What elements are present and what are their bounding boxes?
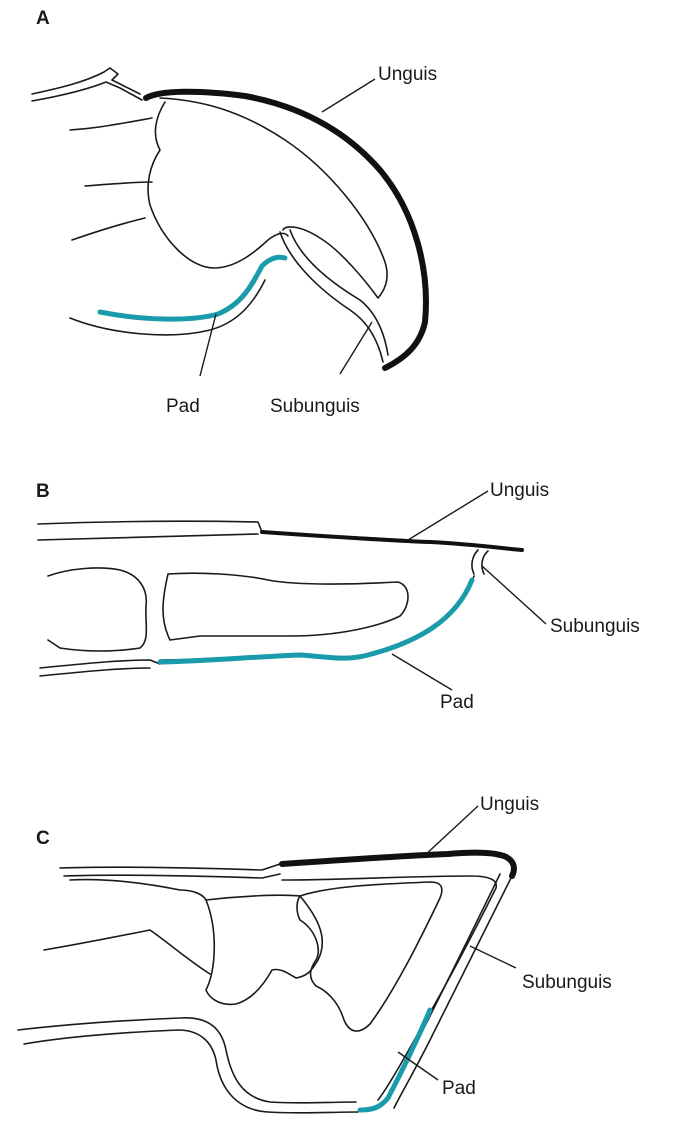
panel-c-unguis-label: Unguis: [480, 794, 539, 815]
panel-b-pad-label: Pad: [440, 692, 474, 713]
panel-a-toe-outline: [32, 68, 142, 101]
panel-c-unguis-leader: [424, 806, 478, 856]
panel-b-unguis: [262, 532, 522, 550]
panel-b-unguis-label: Unguis: [490, 480, 549, 501]
panel-b-bone-middle: [48, 568, 146, 651]
panel-c-letter: C: [36, 828, 50, 849]
panel-c-bottom-outline: [18, 1018, 358, 1113]
panel-a-subunguis-label: Subunguis: [270, 396, 360, 417]
panel-a-letter: A: [36, 8, 50, 29]
panel-a-pad: [100, 257, 285, 319]
panel-c-unguis: [282, 853, 514, 876]
panel-b-bone-distal: [163, 573, 408, 640]
panel-b: B Unguis Subunguis Pad: [36, 480, 640, 713]
panel-c-hoof-inner: [282, 876, 496, 1100]
panel-c-bone-proximal: [44, 880, 210, 974]
panel-a-subunguis: [280, 230, 388, 362]
panel-a: A Unguis Pad Subunguis: [32, 8, 437, 417]
panel-c-pad-label: Pad: [442, 1078, 476, 1099]
panel-a-pad-label: Pad: [166, 396, 200, 417]
panel-a-bone: [148, 102, 288, 268]
panel-b-subunguis-label: Subunguis: [550, 616, 640, 637]
panel-b-pad: [160, 580, 472, 662]
panel-a-proximal-lines: [70, 118, 152, 240]
panel-a-unguis: [146, 92, 426, 368]
panel-a-subunguis-leader: [340, 322, 372, 374]
panel-a-claw-inner: [160, 98, 387, 298]
panel-a-pad-outline: [70, 280, 265, 335]
panel-b-unguis-leader: [408, 491, 488, 540]
panel-a-unguis-label: Unguis: [378, 64, 437, 85]
panel-c-top-outline: [60, 864, 280, 878]
panel-b-pad-leader: [392, 654, 452, 690]
panel-b-subunguis: [472, 550, 488, 574]
panel-b-pad-outline: [160, 576, 474, 660]
panel-b-subunguis-leader: [482, 566, 546, 624]
panel-c: C Unguis Subunguis Pad: [18, 794, 612, 1113]
panel-a-pad-leader: [200, 314, 216, 376]
panel-c-bone-middle: [206, 895, 322, 1004]
panel-a-unguis-leader: [322, 79, 375, 112]
panel-b-letter: B: [36, 481, 50, 502]
panel-b-bottom-outline: [40, 660, 166, 676]
panel-c-subunguis-leader: [470, 946, 516, 968]
panel-c-subunguis-label: Subunguis: [522, 972, 612, 993]
